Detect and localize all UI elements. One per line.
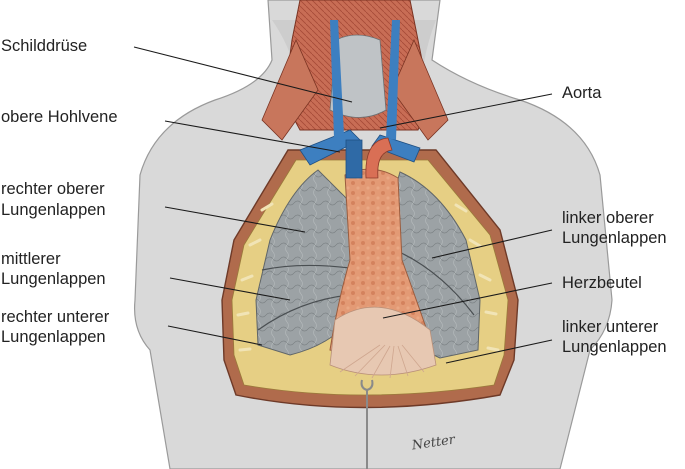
- label-rechter-unterer-line2: Lungenlappen: [1, 328, 106, 346]
- label-obere-hohlvene: obere Hohlvene: [1, 108, 118, 126]
- label-rechter-unterer-line1: rechter unterer: [1, 308, 110, 326]
- label-linker-oberer-line1: linker oberer: [562, 209, 654, 227]
- label-linker-unterer-line2: Lungenlappen: [562, 338, 667, 356]
- label-aorta: Aorta: [562, 84, 602, 102]
- label-rechter-oberer-line1: rechter oberer: [1, 180, 105, 198]
- label-mittlerer-line1: mittlerer: [1, 250, 61, 268]
- label-linker-oberer-line2: Lungenlappen: [562, 229, 667, 247]
- label-linker-unterer-line1: linker unterer: [562, 318, 659, 336]
- superior-vena-cava: [346, 140, 362, 178]
- label-schilddruese: Schilddrüse: [1, 37, 87, 55]
- label-rechter-oberer-line2: Lungenlappen: [1, 201, 106, 219]
- label-herzbeutel: Herzbeutel: [562, 274, 642, 292]
- label-mittlerer-line2: Lungenlappen: [1, 270, 106, 288]
